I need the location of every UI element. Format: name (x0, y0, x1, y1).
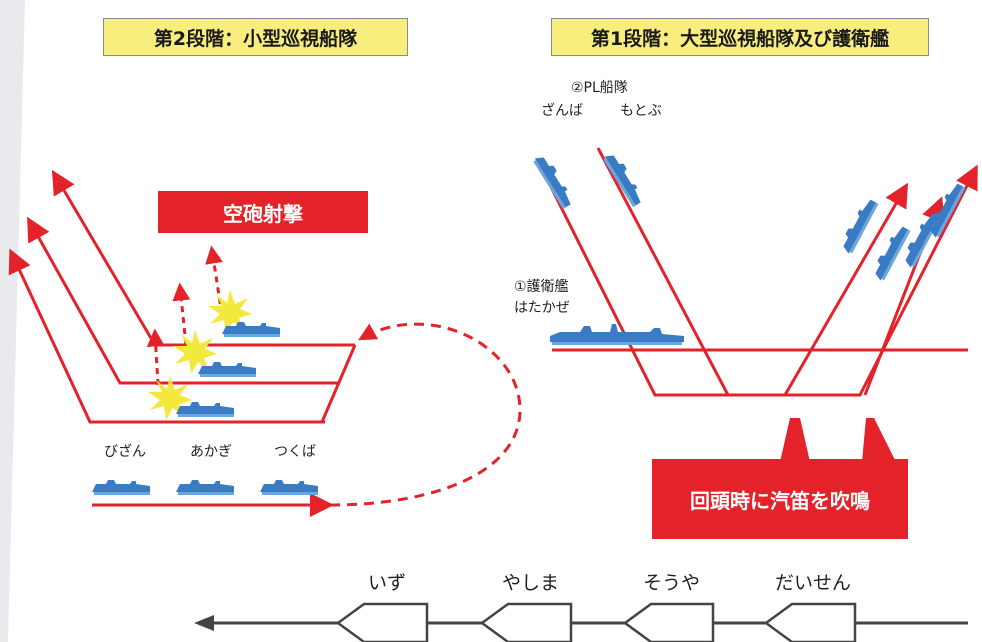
escort-label: ①護衛艦 (514, 279, 569, 295)
ship-label-bizan: びざん (104, 444, 146, 460)
ship-label-izu: いず (368, 572, 407, 594)
ship-label-yashima: やしま (502, 572, 560, 594)
formation-ship-shapes (335, 602, 857, 642)
backdrop-band (0, 0, 25, 642)
ship-icon (260, 480, 318, 495)
ship-icon (176, 480, 234, 495)
fire-arrows (146, 245, 224, 386)
ship-label-motobu: もとぶ (620, 103, 662, 119)
pl-ship-icons (532, 150, 646, 210)
fire-label-box: 空砲射撃 (158, 191, 368, 233)
ship-label-zanba: ざんば (541, 103, 583, 119)
ship-icon (176, 402, 234, 417)
ship-label-daisen: だいせん (775, 572, 852, 594)
escort-ship-icon (550, 324, 684, 345)
ship-label-tsukuba: つくば (274, 444, 316, 460)
horn-label-box: 回頭時に汽笛を吹鳴 (652, 459, 908, 539)
stage1-tracks (538, 147, 978, 397)
ship-icon (92, 480, 150, 495)
stage1-title: 第1段階：大型巡視船隊及び護衛艦 (551, 18, 929, 56)
formation-line (194, 615, 968, 631)
left-arrow-icon (194, 615, 214, 631)
escort-name-label: はたかぜ (514, 300, 570, 316)
ship-label-souya: そうや (643, 572, 701, 594)
ship-icon (198, 362, 256, 377)
ship-label-akagi: あかぎ (190, 444, 232, 460)
turnaround-dashed-path (329, 322, 522, 507)
pl-fleet-label: ②PL船隊 (571, 80, 628, 96)
horn-callout-pointers (780, 418, 896, 462)
stage2-title: 第2段階：小型巡視船隊 (103, 18, 408, 56)
